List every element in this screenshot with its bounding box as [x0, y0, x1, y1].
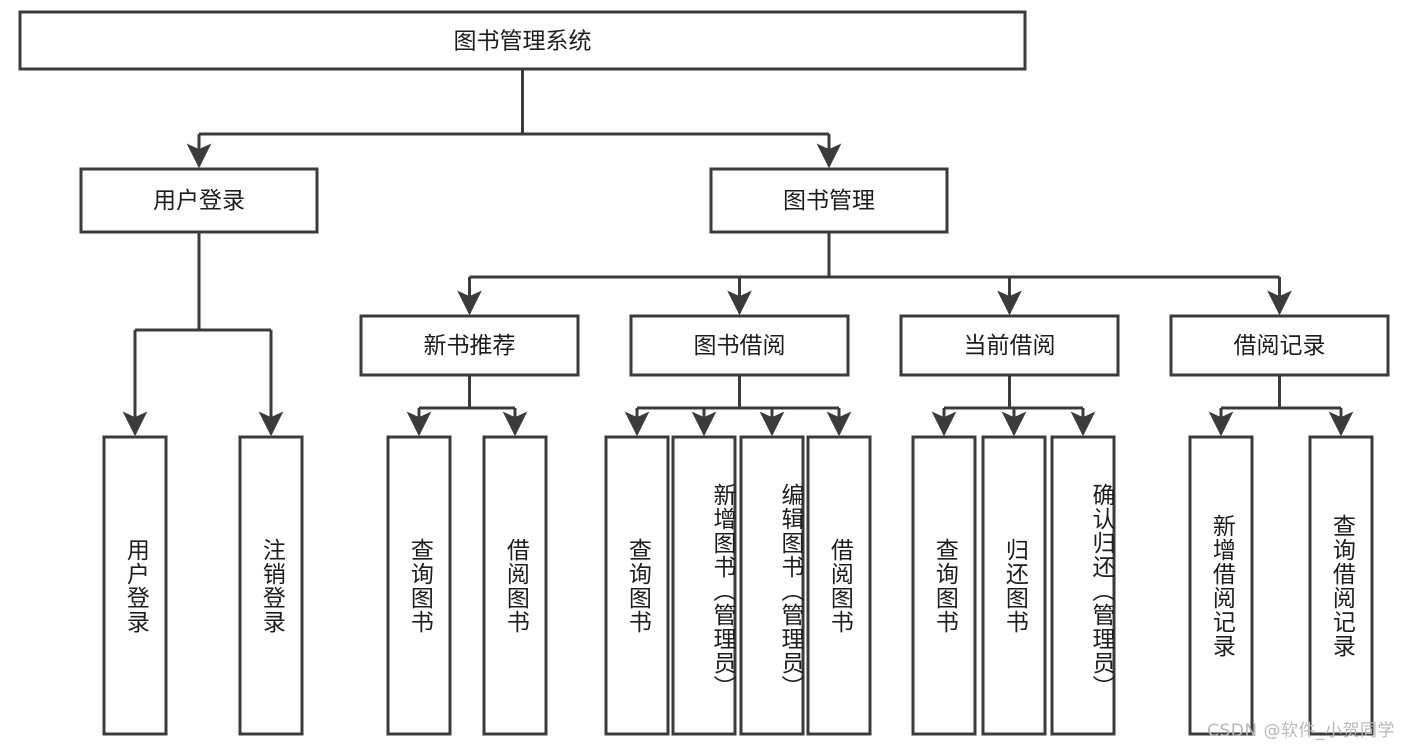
csdn-watermark: CSDN @软件_小贺同学: [1207, 721, 1395, 741]
node-book-borrow-box[interactable]: [629, 314, 850, 377]
leaf-box-return-book[interactable]: [981, 435, 1047, 736]
leaf-box-confirm-return[interactable]: [1050, 435, 1116, 736]
leaf-box-query-book-3[interactable]: [911, 435, 977, 736]
node-new-book-rec-box[interactable]: [359, 314, 580, 377]
leaf-box-borrow-book-1[interactable]: [482, 435, 548, 736]
node-borrow-record-box[interactable]: [1169, 314, 1390, 377]
leaf-box-query-book-1[interactable]: [386, 435, 452, 736]
node-current-borrow[interactable]: 当前借阅: [899, 314, 1120, 377]
leaf-box-user-login[interactable]: [102, 435, 168, 736]
node-root-label: 图书管理系统: [454, 29, 592, 55]
node-borrow-record-label: 借阅记录: [1234, 333, 1326, 359]
node-user-login-label: 用户登录: [153, 188, 245, 214]
node-book-borrow[interactable]: 图书借阅: [629, 314, 850, 377]
leaf-box-edit-book[interactable]: [739, 435, 805, 736]
node-new-book-rec-label: 新书推荐: [424, 333, 516, 359]
leaf-box-layer: [102, 435, 1374, 736]
node-book-borrow-label: 图书借阅: [694, 333, 786, 359]
connector-layer: [122, 69, 1354, 437]
node-book-manage[interactable]: 图书管理: [709, 167, 949, 234]
leaf-box-query-book-2[interactable]: [604, 435, 670, 736]
node-new-book-rec[interactable]: 新书推荐: [359, 314, 580, 377]
leaf-box-borrow-book-2[interactable]: [806, 435, 872, 736]
node-current-borrow-box[interactable]: [899, 314, 1120, 377]
node-book-manage-box[interactable]: [709, 167, 949, 234]
leaf-box-query-record[interactable]: [1308, 435, 1374, 736]
node-user-login-box[interactable]: [79, 167, 319, 234]
node-borrow-record[interactable]: 借阅记录: [1169, 314, 1390, 377]
node-book-manage-label: 图书管理: [783, 188, 875, 214]
node-user-login[interactable]: 用户登录: [79, 167, 319, 234]
node-root-box[interactable]: [18, 10, 1027, 71]
leaf-box-add-record[interactable]: [1188, 435, 1254, 736]
node-current-borrow-label: 当前借阅: [964, 333, 1056, 359]
leaf-box-add-book[interactable]: [671, 435, 737, 736]
leaf-box-logout[interactable]: [238, 435, 304, 736]
node-root[interactable]: 图书管理系统: [18, 10, 1027, 71]
